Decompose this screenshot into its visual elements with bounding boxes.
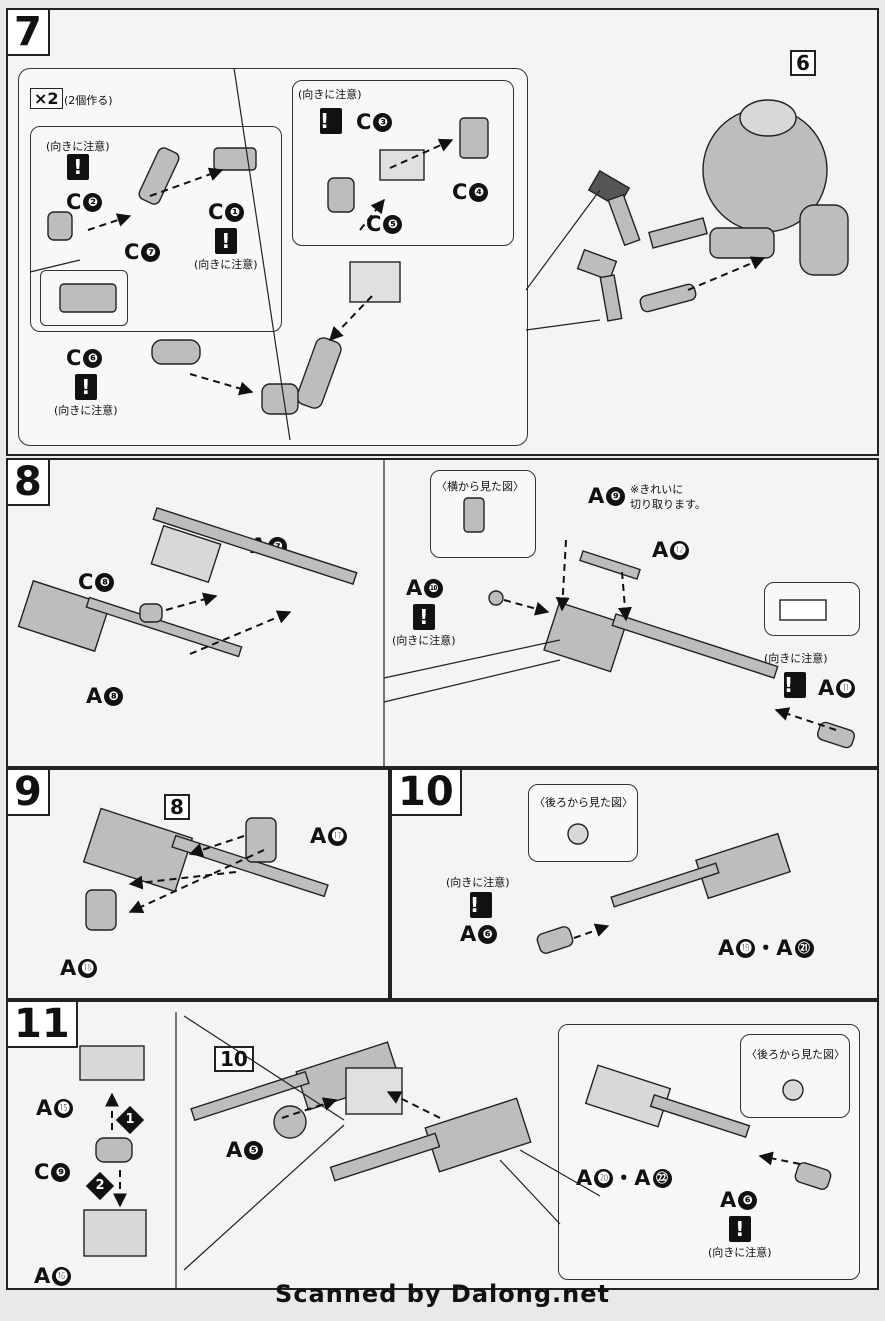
scan-credit-footer: Scanned by Dalong.net bbox=[275, 1280, 610, 1308]
warning-icon: ! bbox=[214, 228, 237, 254]
warning-icon: ! bbox=[320, 108, 342, 134]
step-number: 9 bbox=[8, 770, 50, 816]
warning-icon: ! bbox=[470, 892, 492, 918]
step-number: 8 bbox=[8, 460, 50, 506]
ref-box-6: 6 bbox=[790, 50, 816, 76]
rear-view-label-11: 〈後ろから見た図〉 bbox=[746, 1048, 845, 1061]
ref-box-8: 8 bbox=[164, 794, 190, 820]
ball-leg-illustration bbox=[799, 204, 849, 276]
caution-a11: (向きに注意) bbox=[764, 652, 828, 665]
rear-view-callout bbox=[528, 784, 638, 862]
rear-view-label: 〈後ろから見た図〉 bbox=[534, 796, 633, 809]
caution-a6: (向きに注意) bbox=[446, 876, 510, 889]
warning-icon: ! bbox=[728, 1216, 751, 1242]
caution-c1: !(向きに注意) bbox=[194, 228, 258, 271]
warning-icon: ! bbox=[74, 374, 97, 400]
caution-a10: !(向きに注意) bbox=[392, 604, 456, 647]
step-number: 10 bbox=[392, 770, 462, 816]
warning-icon: ! bbox=[412, 604, 435, 630]
step-number: 7 bbox=[8, 10, 50, 56]
caution-a6-step11: !(向きに注意) bbox=[708, 1216, 772, 1259]
rear-view-callout-11 bbox=[740, 1034, 850, 1118]
warning-icon: ! bbox=[784, 672, 806, 698]
side-view-label: 〈横から見た図〉 bbox=[436, 480, 524, 493]
cut-note: ※きれいに切り取ります。 bbox=[630, 483, 706, 511]
warning-icon: ! bbox=[66, 154, 89, 180]
qty-note: (2個作る) bbox=[64, 94, 113, 107]
step-number: 11 bbox=[8, 1002, 78, 1048]
caution-c6: !(向きに注意) bbox=[54, 374, 118, 417]
caution-c2: (向きに注意)! bbox=[46, 140, 110, 180]
caution-c3: (向きに注意) bbox=[298, 88, 362, 101]
qty-badge: ×2 bbox=[30, 88, 63, 109]
